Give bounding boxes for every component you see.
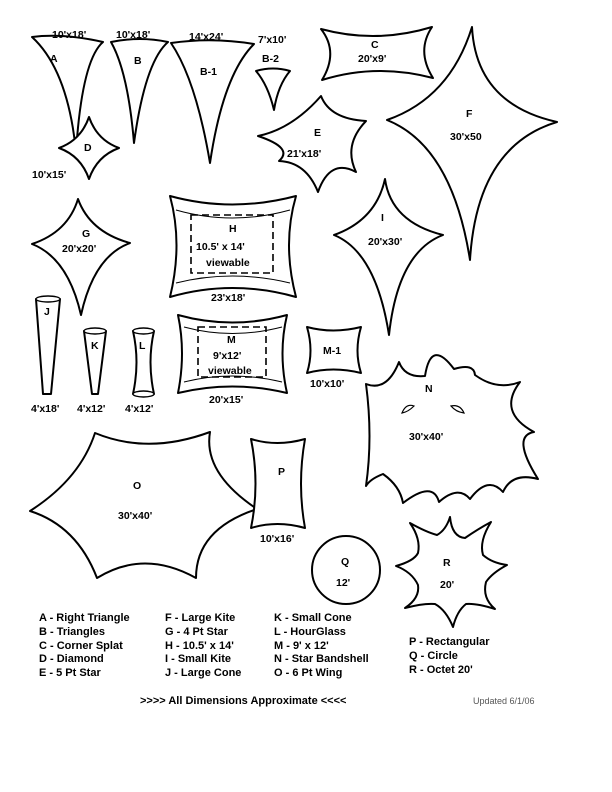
svg-text:10'x10': 10'x10' [310, 378, 344, 390]
svg-text:O: O [133, 480, 141, 492]
legend-item: E - 5 Pt Star [39, 667, 101, 680]
svg-text:G: G [82, 228, 90, 240]
svg-text:F: F [466, 108, 473, 120]
legend-item: K - Small Cone [274, 612, 352, 624]
svg-text:20': 20' [440, 579, 454, 591]
legend-column-2: F - Large Kite G - 4 Pt Star H - 10.5' x… [165, 612, 241, 681]
dimensions-note: >>>> All Dimensions Approximate <<<< [140, 695, 347, 707]
legend-item: F - Large Kite [165, 612, 236, 624]
legend-item: G - 4 Pt Star [165, 625, 228, 638]
legend-item: I - Small Kite [165, 653, 232, 666]
shape-m-1: M-1 10'x10' [306, 326, 362, 390]
svg-text:20'x9': 20'x9' [358, 53, 386, 65]
legend-item: R - Octet 20' [409, 663, 473, 676]
shape-l: L 4'x12' [125, 327, 155, 415]
svg-text:30'x40': 30'x40' [409, 431, 443, 443]
svg-text:30'x40': 30'x40' [118, 510, 152, 522]
svg-text:N: N [425, 383, 433, 395]
svg-text:L: L [139, 340, 146, 352]
legend-item: N - Star Bandshell [274, 653, 369, 666]
svg-text:M: M [227, 334, 236, 346]
svg-text:10'x16': 10'x16' [260, 533, 294, 545]
shape-m: M 9'x12' viewable 20'x15' [177, 314, 288, 406]
svg-text:21'x18': 21'x18' [287, 148, 321, 160]
shape-f: F 30'x50 [386, 26, 558, 261]
svg-text:C: C [371, 39, 379, 51]
shape-b-2: 7'x10' B-2 [255, 34, 291, 111]
svg-text:10'x18': 10'x18' [116, 29, 150, 41]
legend-item: H - 10.5' x 14' [165, 639, 234, 652]
svg-text:A: A [50, 53, 58, 65]
svg-text:M-1: M-1 [323, 345, 341, 357]
shape-e: E 21'x18' [257, 95, 367, 193]
svg-text:R: R [443, 557, 451, 569]
shape-n: N 30'x40' [365, 354, 539, 504]
svg-text:D: D [84, 142, 92, 154]
shape-d: D 10'x15' [32, 116, 120, 181]
shape-q: Q 12' [311, 535, 381, 605]
svg-text:Q: Q [341, 556, 349, 568]
svg-text:10'x15': 10'x15' [32, 169, 66, 181]
svg-text:23'x18': 23'x18' [211, 292, 245, 304]
shape-j: J 4'x18' [31, 295, 61, 415]
shape-o: O 30'x40' [29, 431, 258, 579]
svg-text:10.5' x 14': 10.5' x 14' [196, 241, 245, 253]
legend-item: B - Triangles [39, 625, 106, 638]
legend-item: P - Rectangular [409, 636, 490, 648]
svg-text:E: E [314, 127, 321, 139]
legend-column-3: K - Small Cone L - HourGlass M - 9' x 12… [274, 612, 369, 681]
svg-text:7'x10': 7'x10' [258, 34, 286, 46]
legend-item: A - Right Triangle [39, 612, 130, 624]
svg-text:4'x12': 4'x12' [77, 403, 105, 415]
shape-c: C 20'x9' [320, 26, 434, 81]
shape-b: 10'x18' B [110, 29, 169, 144]
svg-text:J: J [44, 306, 50, 318]
legend-column-4: P - Rectangular Q - Circle R - Octet 20' [409, 636, 490, 677]
svg-text:20'x15': 20'x15' [209, 394, 243, 406]
svg-text:K: K [91, 340, 99, 352]
legend-column-1: A - Right Triangle B - Triangles C - Cor… [39, 612, 130, 681]
svg-text:B: B [134, 55, 142, 67]
svg-text:H: H [229, 223, 237, 235]
legend-item: Q - Circle [409, 649, 458, 662]
shape-b-1: 14'x24' B-1 [170, 31, 255, 164]
shape-p: P 10'x16' [250, 438, 306, 545]
shape-g: G 20'x20' [31, 198, 131, 316]
legend-item: C - Corner Splat [39, 639, 123, 652]
svg-text:B-2: B-2 [262, 53, 279, 65]
svg-text:4'x18': 4'x18' [31, 403, 59, 415]
shape-k: K 4'x12' [77, 327, 107, 415]
shape-i: I 20'x30' [333, 178, 444, 336]
svg-text:viewable: viewable [206, 257, 250, 269]
svg-text:I: I [381, 212, 384, 224]
svg-text:4'x12': 4'x12' [125, 403, 153, 415]
svg-text:viewable: viewable [208, 365, 252, 377]
svg-text:20'x20': 20'x20' [62, 243, 96, 255]
legend-item: L - HourGlass [274, 625, 346, 638]
legend-item: M - 9' x 12' [274, 639, 329, 652]
svg-text:P: P [278, 466, 285, 478]
shape-a: 10'x18' A [31, 29, 104, 153]
svg-text:14'x24': 14'x24' [189, 31, 223, 43]
svg-text:20'x30': 20'x30' [368, 236, 402, 248]
legend-item: D - Diamond [39, 653, 104, 666]
svg-text:9'x12': 9'x12' [213, 350, 241, 362]
shape-h: H 10.5' x 14' viewable 23'x18' [169, 195, 297, 304]
legend-item: O - 6 Pt Wing [274, 667, 343, 680]
svg-text:10'x18': 10'x18' [52, 29, 86, 41]
shape-r: R 20' [395, 516, 508, 628]
svg-text:B-1: B-1 [200, 66, 217, 78]
legend-item: J - Large Cone [165, 667, 242, 680]
svg-text:30'x50: 30'x50 [450, 131, 482, 143]
updated-date: Updated 6/1/06 [473, 696, 535, 706]
svg-text:12': 12' [336, 577, 350, 589]
